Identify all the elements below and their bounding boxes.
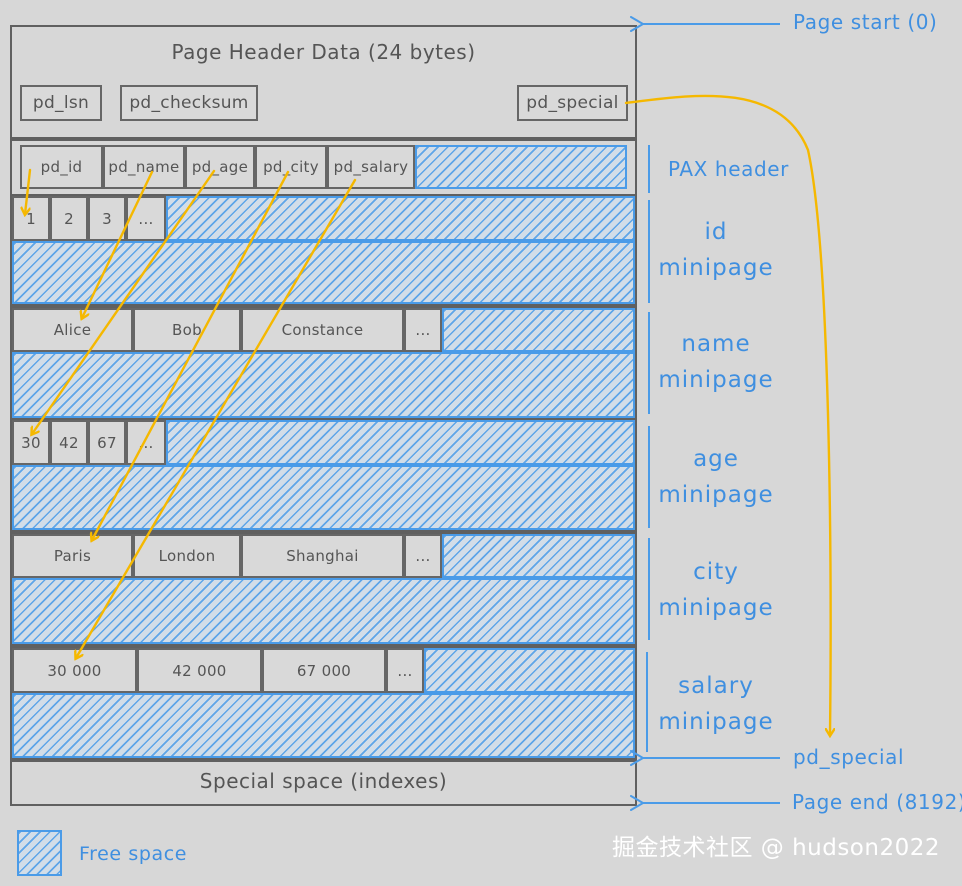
watermark: 掘金技术社区 @ hudson2022 — [611, 835, 940, 861]
id-free-space-top — [166, 196, 635, 241]
special-space-label: Special space (indexes) — [199, 769, 448, 793]
city-value-shanghai: Shanghai — [241, 534, 404, 578]
city-value-paris: Paris — [12, 534, 133, 578]
page-start-label: Page start (0) — [793, 10, 938, 34]
age-free-space — [12, 465, 635, 530]
age-minipage-label: age minipage — [658, 446, 774, 508]
id-minipage-label: id minipage — [658, 219, 774, 281]
pax-header-free-space — [415, 145, 627, 189]
salary-value-42000: 42 000 — [137, 648, 262, 693]
name-free-space — [12, 352, 635, 418]
page-end-label: Page end (8192) — [792, 790, 962, 814]
salary-value-ellipsis: ... — [386, 648, 424, 693]
name-value-alice: Alice — [12, 308, 133, 352]
city-minipage-label: city minipage — [658, 559, 774, 621]
special-space-box — [10, 760, 637, 806]
page-header-box — [10, 25, 637, 139]
salary-minipage-label: salary minipage — [658, 673, 774, 735]
pax-field-pd-age: pd_age — [185, 145, 255, 189]
city-value-london: London — [133, 534, 241, 578]
salary-value-30000: 30 000 — [12, 648, 137, 693]
page-header-title: Page Header Data (24 bytes) — [171, 40, 476, 64]
pd-checksum-field: pd_checksum — [120, 85, 258, 121]
id-free-space — [12, 241, 635, 304]
name-minipage-label: name minipage — [658, 331, 774, 393]
age-value-30: 30 — [12, 420, 50, 465]
pd-special-field: pd_special — [517, 85, 628, 121]
name-value-constance: Constance — [241, 308, 404, 352]
age-value-ellipsis: ... — [126, 420, 166, 465]
legend-free-space-label: Free space — [79, 843, 188, 865]
pax-field-pd-salary: pd_salary — [327, 145, 415, 189]
id-value-2: 2 — [50, 196, 88, 241]
salary-free-space-top — [424, 648, 635, 693]
id-value-ellipsis: ... — [126, 196, 166, 241]
name-value-bob: Bob — [133, 308, 241, 352]
legend-free-space-swatch — [17, 830, 62, 876]
id-value-1: 1 — [12, 196, 50, 241]
city-value-ellipsis: ... — [404, 534, 442, 578]
pax-field-pd-city: pd_city — [255, 145, 327, 189]
age-value-67: 67 — [88, 420, 126, 465]
pax-header-label: PAX header — [668, 157, 789, 181]
name-free-space-top — [442, 308, 635, 352]
salary-free-space — [12, 693, 635, 758]
name-value-ellipsis: ... — [404, 308, 442, 352]
pax-field-pd-name: pd_name — [103, 145, 185, 189]
id-value-3: 3 — [88, 196, 126, 241]
pd-special-curve — [624, 94, 831, 735]
age-value-42: 42 — [50, 420, 88, 465]
pd-special-label: pd_special — [793, 745, 905, 769]
city-free-space-top — [442, 534, 635, 578]
city-free-space — [12, 578, 635, 644]
pax-field-pd-id: pd_id — [20, 145, 103, 189]
salary-value-67000: 67 000 — [262, 648, 386, 693]
pd-lsn-field: pd_lsn — [20, 85, 102, 121]
age-free-space-top — [166, 420, 635, 465]
